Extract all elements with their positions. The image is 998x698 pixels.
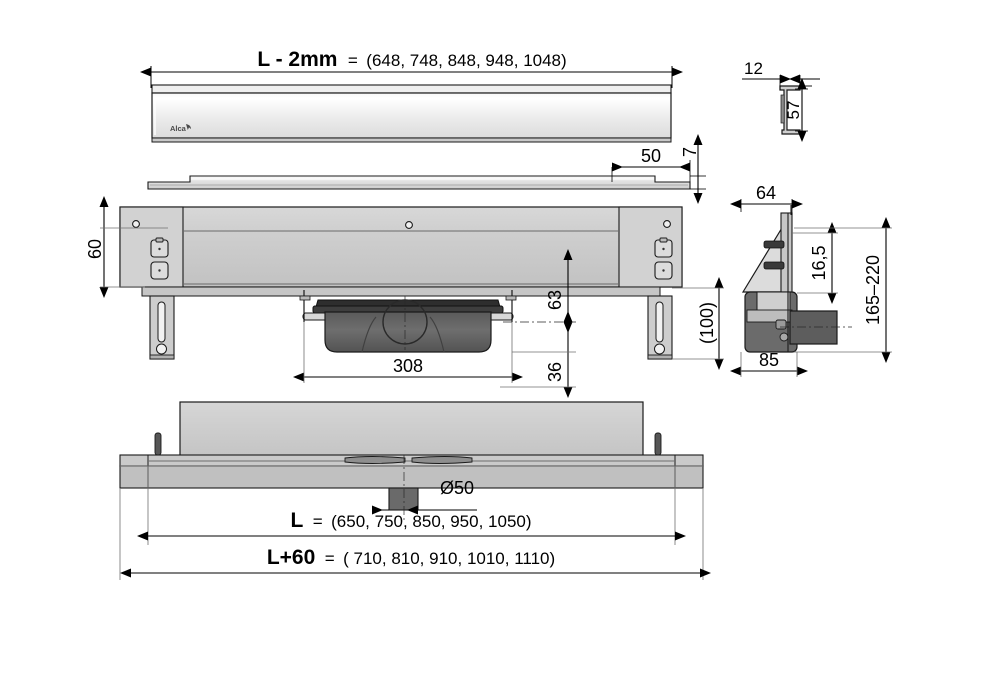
adjuster-left: [150, 237, 169, 280]
dim-64-label: 64: [756, 183, 776, 203]
dim-L2mm-values: (648, 748, 848, 948, 1048): [366, 51, 566, 70]
dim-rail-thickness: 7: [680, 134, 706, 204]
adjuster-right: [654, 237, 673, 280]
plan-view: Ø50 L = (650, 750, 850, 950, 1050) L+60 …: [119, 401, 711, 580]
dim-50-label: 50: [641, 146, 661, 166]
grate-section-web: [780, 94, 785, 124]
alca-logo: Alca: [170, 124, 191, 133]
dim-16-5-label: 16,5: [809, 245, 829, 280]
plan-center-block: [179, 401, 644, 458]
dim-L2mm-label: L - 2mm: [257, 48, 337, 71]
dim-165-220-label: 165–220: [863, 255, 883, 325]
dim-12-label: 12: [744, 59, 763, 78]
grate-panel: [151, 92, 672, 139]
dim-L-group: L = (650, 750, 850, 950, 1050): [290, 509, 531, 532]
grate-top-lip: [151, 84, 672, 94]
plan-pin-left: [154, 432, 162, 456]
dim-L60-label: L+60: [267, 546, 315, 569]
body-front-view: 308 60 (100) 63 36: [85, 196, 724, 398]
dim-L60-equals: =: [325, 549, 335, 568]
dim-grate-height: 57: [784, 78, 808, 142]
dim-L-values: (650, 750, 850, 950, 1050): [331, 512, 531, 531]
dim-body-height: 60: [85, 196, 168, 298]
dim-7-label: 7: [680, 147, 700, 157]
dim-section-top-width: 64: [730, 183, 803, 215]
dim-L2mm-equals: =: [348, 51, 358, 70]
screw-hole-center: [405, 221, 413, 229]
dim-section-lip: 16,5: [792, 222, 838, 304]
dim-85-label: 85: [759, 350, 779, 370]
bracket-upright: [780, 212, 793, 294]
dim-57-label: 57: [784, 101, 803, 120]
bracket-bolt-upper: [763, 240, 785, 249]
dim-o50-label: Ø50: [440, 478, 474, 498]
plan-flange-lower: [119, 465, 704, 489]
dim-foot-height: (100): [672, 277, 724, 370]
plan-outlet-spigot: [388, 487, 419, 511]
rail-side-view: 50 7: [147, 134, 706, 204]
plan-slot-left: [344, 456, 406, 464]
grate-front-view: Alca: [140, 66, 683, 143]
dim-bottom-clearance: 36: [500, 311, 576, 398]
grate-bottom-edge: [151, 137, 672, 143]
dim-grate-length: [140, 66, 683, 88]
plan-slot-right: [411, 456, 473, 464]
plan-pin-right: [654, 432, 662, 456]
dim-length-L: L = (650, 750, 850, 950, 1050): [137, 509, 686, 541]
dim-36-label: 36: [545, 362, 565, 382]
dim-L60-values: ( 710, 810, 910, 1010, 1110): [343, 549, 555, 568]
dim-L-equals: =: [313, 512, 323, 531]
brand-logo-text: Alca: [170, 124, 187, 133]
dim-section-total-height: 165–220: [794, 217, 892, 363]
dim-L-label: L: [290, 509, 303, 532]
dim-L60-group: L+60 = ( 710, 810, 910, 1010, 1110): [267, 546, 555, 569]
dim-length-L60: L+60 = ( 710, 810, 910, 1010, 1110): [120, 546, 711, 578]
dim-section-base-width: 85: [730, 350, 808, 377]
siphon-trap-body: [324, 311, 492, 353]
dim-grate-length-text: L - 2mm = (648, 748, 848, 948, 1048): [257, 48, 566, 71]
body-bottom-flange: [141, 286, 661, 297]
dim-siphon-width: 308: [293, 322, 523, 383]
mounting-leg-left: [149, 295, 175, 360]
plan-flange-upper: [119, 454, 704, 467]
siphon-assembly: [299, 290, 517, 353]
grate-section-view: 12 57: [742, 59, 820, 142]
dim-100-label: (100): [697, 302, 717, 344]
dim-L2mm-group: L - 2mm = (648, 748, 848, 948, 1048): [257, 48, 566, 71]
rail-profile: [147, 175, 691, 190]
outlet-pipe: [789, 310, 838, 345]
bracket-bolt-lower: [763, 261, 785, 270]
dim-rail-overhang: 50: [611, 146, 691, 182]
dim-60-label: 60: [85, 239, 105, 259]
dim-308-label: 308: [393, 356, 423, 376]
dim-outlet-diameter: Ø50: [372, 478, 477, 515]
mounting-leg-right: [647, 295, 673, 360]
dim-63-label: 63: [545, 290, 565, 310]
screw-hole-left: [132, 220, 140, 228]
body-main-box: [119, 206, 683, 288]
screw-hole-right: [663, 220, 671, 228]
body-cross-section-view: 64 16,5 165–220 85: [730, 183, 892, 377]
